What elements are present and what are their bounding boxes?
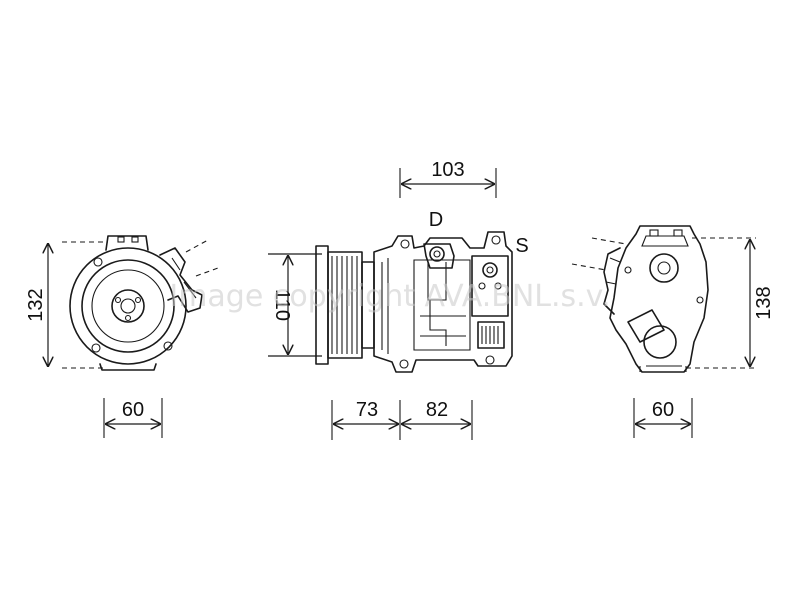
top-width-label: 103 — [431, 159, 464, 181]
bottom-right-width-label: 82 — [426, 399, 448, 421]
left-view-pulley — [69, 235, 203, 371]
front-height-extension — [268, 253, 322, 357]
left-width-extension — [103, 398, 163, 438]
front-height-label: 110 — [271, 289, 293, 321]
bottom-width-extension — [331, 400, 473, 440]
bottom-left-width-label: 73 — [356, 399, 378, 421]
left-view-port-extension-1 — [185, 239, 209, 253]
top-width-extension — [399, 168, 497, 198]
left-width-label: 60 — [122, 399, 144, 421]
left-height-label: 132 — [25, 288, 47, 321]
right-view-port-extension-2 — [571, 263, 607, 271]
right-height-label: 138 — [753, 286, 775, 319]
port-d-label: D — [429, 209, 443, 231]
right-view-rear — [603, 225, 709, 373]
front-view-compressor — [315, 231, 513, 373]
port-s-label: S — [515, 235, 528, 257]
watermark-text: Image copyright AVA.BNL.s.v. — [169, 279, 610, 314]
right-width-label: 60 — [652, 399, 674, 421]
left-view-port-extension-2 — [195, 267, 219, 277]
right-view-port-extension-1 — [591, 237, 627, 245]
right-width-extension — [633, 398, 693, 438]
